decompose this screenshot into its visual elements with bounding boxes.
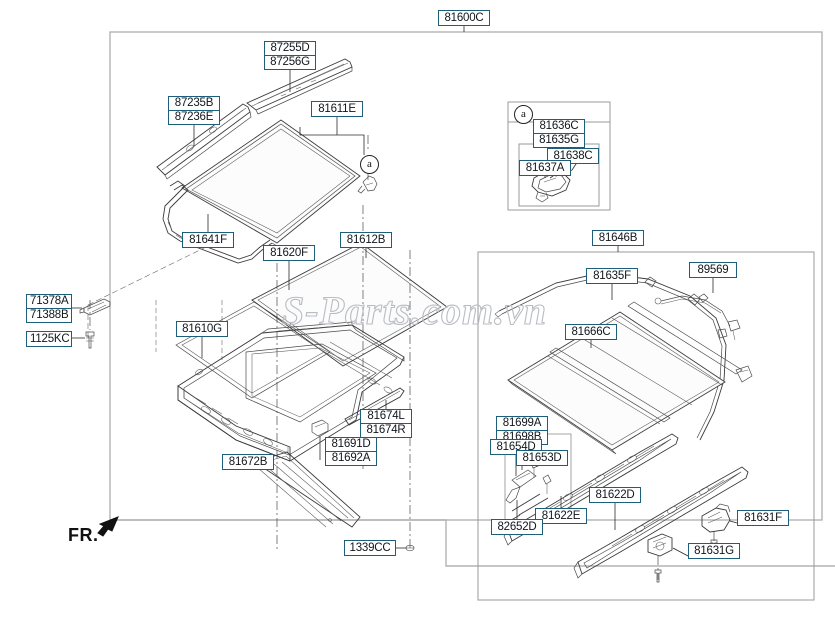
part-label-weatherstrip[interactable]: 81641F <box>182 232 234 248</box>
part-label-deflector[interactable]: 81620F <box>263 245 315 261</box>
part-label-right-panel-assy[interactable]: 81646B <box>592 230 644 246</box>
part-number: 81636C <box>539 120 579 132</box>
part-label-guide-rail-left[interactable]: 81622E <box>535 508 587 524</box>
part-number: 81622D <box>595 489 635 501</box>
part-label-glass-panel[interactable]: 81611E <box>311 101 363 117</box>
part-label-frame-assembly[interactable]: 81610G <box>176 321 228 337</box>
part-number: 87236E <box>169 110 219 124</box>
part-label-screw[interactable]: 1125KC <box>26 331 72 347</box>
part-number: 81635F <box>593 270 631 282</box>
part-label-rail-bracket[interactable]: 82652D <box>491 519 543 535</box>
part-number: 81637A <box>525 162 565 174</box>
part-label-guide-rail-right[interactable]: 81622D <box>589 487 641 503</box>
part-number: 87235B <box>174 97 214 109</box>
part-label-motor-unit[interactable]: 81631F <box>737 510 789 526</box>
part-number: 82652D <box>497 521 537 533</box>
part-label-detail-hinge[interactable]: 81637A <box>519 160 571 176</box>
part-label-motor-harness[interactable]: 89569 <box>689 262 737 278</box>
part-number: 81631G <box>694 545 734 557</box>
part-number: 81691D <box>331 438 371 450</box>
part-label-sun-visor-rail[interactable]: 81672B <box>222 454 274 470</box>
part-label-nut[interactable]: 1339CC <box>344 540 396 556</box>
part-number: 81612B <box>346 234 386 246</box>
part-number: 81611E <box>318 103 356 115</box>
part-number: 87255D <box>270 42 310 54</box>
part-number: 81635G <box>534 133 584 147</box>
detail-marker-a-callout: a <box>360 155 379 174</box>
part-number: 89569 <box>697 264 729 276</box>
part-number: 81674L <box>367 410 405 422</box>
part-number: 81646B <box>598 232 638 244</box>
part-number: 87256G <box>265 55 315 69</box>
front-arrow-icon <box>97 516 119 537</box>
part-number: 81699A <box>502 417 542 429</box>
part-number: 81610G <box>182 323 222 335</box>
front-direction-marker: FR. <box>68 525 99 545</box>
part-number: 81666C <box>571 326 611 338</box>
part-label-sunshade-glass[interactable]: 81612B <box>340 232 392 248</box>
part-number: 81674R <box>361 423 411 437</box>
part-label-pin[interactable]: 81653D <box>516 450 568 466</box>
part-label-motor-gear[interactable]: 81631G <box>688 543 740 559</box>
part-label-drain-hose[interactable]: 81635F <box>586 268 638 284</box>
part-number: 81638C <box>553 150 593 162</box>
part-label-main-assembly[interactable]: 81600C <box>438 10 490 26</box>
part-number: 81692A <box>326 451 376 465</box>
part-number: 81672B <box>228 456 268 468</box>
part-number: 81631F <box>744 512 782 524</box>
part-label-sunshade-assy[interactable]: 81666C <box>565 324 617 340</box>
part-number: 1339CC <box>349 542 391 554</box>
part-number: 71378A <box>30 295 69 307</box>
part-number: 81622E <box>541 510 581 522</box>
part-number: 71388B <box>27 308 71 322</box>
part-number: 81620F <box>270 247 308 259</box>
part-number: 81653D <box>522 452 562 464</box>
part-number: 1125KC <box>30 333 70 345</box>
detail-marker-a-box: a <box>514 105 533 124</box>
part-number: 81600C <box>444 12 484 24</box>
part-number: 81641F <box>189 234 227 246</box>
